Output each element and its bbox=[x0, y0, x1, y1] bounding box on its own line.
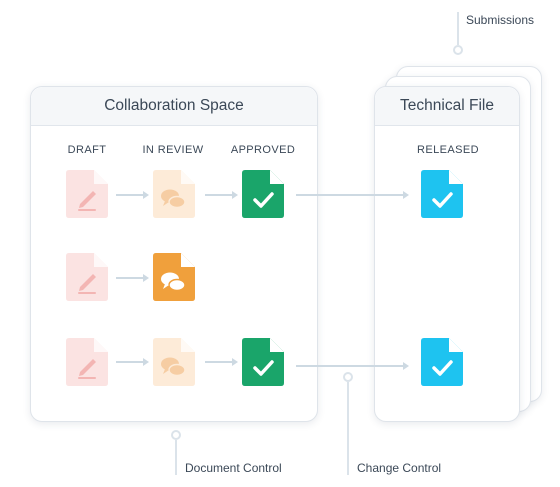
arrow-draft-to-review-row-3 bbox=[116, 358, 149, 366]
document-control-callout-line bbox=[175, 440, 177, 475]
in-review-document-icon-row-1 bbox=[153, 170, 195, 218]
draft-document-icon-row-2 bbox=[66, 253, 108, 301]
arrow-draft-to-review-row-1 bbox=[116, 191, 149, 199]
change-control-callout-dot bbox=[343, 372, 353, 382]
document-control-callout-dot bbox=[171, 430, 181, 440]
collaboration-space-title: Collaboration Space bbox=[104, 97, 244, 114]
released-document-icon-row-3 bbox=[421, 338, 463, 386]
technical-file-header: Technical File bbox=[375, 87, 519, 126]
column-header-draft: DRAFT bbox=[67, 144, 107, 156]
approved-document-icon-row-1 bbox=[242, 170, 284, 218]
column-header-in-review: IN REVIEW bbox=[142, 144, 204, 156]
arrow-approved-to-released-row-3 bbox=[296, 362, 409, 370]
draft-document-icon-row-1 bbox=[66, 170, 108, 218]
document-control-label: Document Control bbox=[185, 461, 282, 475]
arrow-approved-to-released-row-1 bbox=[296, 191, 409, 199]
change-control-callout-line bbox=[347, 382, 349, 475]
technical-file-title: Technical File bbox=[400, 97, 494, 114]
collaboration-space-header: Collaboration Space bbox=[31, 87, 317, 126]
submissions-callout-line bbox=[457, 12, 459, 45]
draft-document-icon-row-3 bbox=[66, 338, 108, 386]
in-review-document-icon-row-3 bbox=[153, 338, 195, 386]
submissions-callout-dot bbox=[453, 45, 463, 55]
approved-document-icon-row-3 bbox=[242, 338, 284, 386]
column-header-approved: APPROVED bbox=[230, 144, 296, 156]
technical-file-panel: Technical File RELEASED bbox=[374, 86, 520, 422]
in-review-document-icon-row-2 bbox=[153, 253, 195, 301]
arrow-review-to-approved-row-1 bbox=[205, 191, 238, 199]
arrow-draft-to-review-row-2 bbox=[116, 274, 149, 282]
arrow-review-to-approved-row-3 bbox=[205, 358, 238, 366]
change-control-label: Change Control bbox=[357, 461, 442, 475]
column-header-released: RELEASED bbox=[417, 144, 479, 156]
submissions-label: Submissions bbox=[466, 13, 535, 27]
released-document-icon-row-1 bbox=[421, 170, 463, 218]
